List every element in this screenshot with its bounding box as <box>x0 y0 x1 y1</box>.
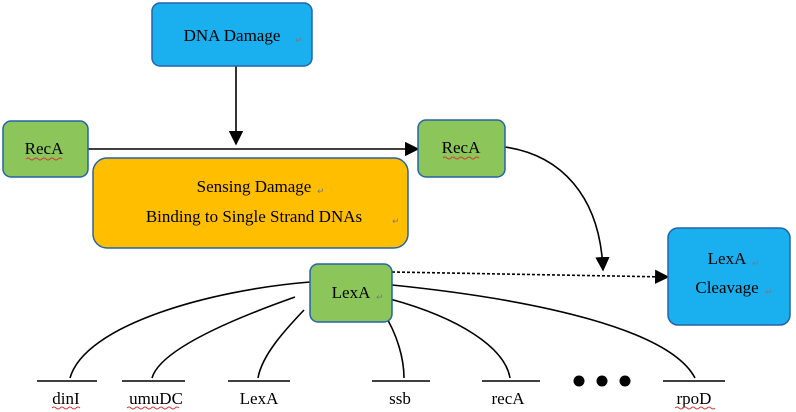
paragraph-mark: ↵ <box>392 217 400 227</box>
sensing-damage-node: Sensing Damage ↵ Binding to Single Stran… <box>92 157 409 249</box>
reca-left-box <box>2 120 89 178</box>
gene-label: umuDC <box>129 389 183 408</box>
sensing-damage-line1: Sensing Damage <box>197 177 312 196</box>
gene-ssb: ssb <box>372 380 430 408</box>
spellcheck-squiggle <box>126 406 180 410</box>
gene-label: LexA <box>240 389 279 408</box>
reca-right-label: RecA <box>442 138 481 157</box>
lexa-to-umuDC-curve <box>151 296 296 379</box>
gene-dinI: dinI <box>37 380 97 410</box>
sensing-damage-box <box>92 157 409 249</box>
gene-umuDC: umuDC <box>122 380 185 410</box>
gene-LexA: LexA <box>228 380 290 408</box>
lexa-to-LexA-curve <box>257 309 305 379</box>
paragraph-mark: ↵ <box>295 36 303 46</box>
spellcheck-squiggle <box>51 406 81 410</box>
lexa-cleavage-node: LexA ↵ Cleavage ↵ <box>667 227 791 326</box>
reca-right-box <box>417 119 506 178</box>
ellipsis-dots <box>573 375 631 387</box>
lexa-to-dinI-curve <box>69 281 311 379</box>
spellcheck-squiggle <box>442 156 480 160</box>
paragraph-mark: ↵ <box>765 288 773 298</box>
reca-left-label: RecA <box>25 139 64 158</box>
paragraph-mark: ↵ <box>376 293 384 303</box>
lexa-center-box <box>309 263 393 323</box>
lexa-cleavage-box <box>667 227 791 326</box>
dna-damage-node: DNA Damage ↵ <box>151 2 313 67</box>
sensing-damage-line2: Binding to Single Strand DNAs <box>146 207 362 226</box>
dna-damage-label: DNA Damage <box>184 26 281 45</box>
spellcheck-squiggle <box>25 157 63 161</box>
lexa-to-recA-curve <box>389 298 511 379</box>
ellipsis-dot <box>573 375 585 387</box>
lexa-center-label: LexA <box>332 283 371 302</box>
paragraph-mark: ↵ <box>752 259 760 269</box>
gene-label: recA <box>491 389 525 408</box>
paragraph-mark: ↵ <box>317 187 325 197</box>
dna-damage-box <box>151 2 313 67</box>
ellipsis-dot <box>619 375 631 387</box>
lexa-to-cleavage-dashed-arrow <box>391 269 670 284</box>
gene-rpoD: rpoD <box>663 380 725 410</box>
gene-label: ssb <box>389 389 411 408</box>
gene-recA: recA <box>482 380 540 408</box>
ellipsis-dot <box>596 375 608 387</box>
reca-left-node: RecA <box>2 120 89 178</box>
reca-to-cleavage-arrow <box>504 146 610 272</box>
gene-label: rpoD <box>677 389 712 408</box>
gene-label: dinI <box>52 389 80 408</box>
spellcheck-squiggle <box>674 406 716 410</box>
lexa-center-node: LexA ↵ <box>309 263 393 323</box>
lexa-to-rpoD-curve <box>391 284 696 379</box>
lexa-cleavage-line2: Cleavage <box>695 278 758 297</box>
reca-right-node: RecA <box>417 119 506 178</box>
lexa-cleavage-line1: LexA <box>708 249 747 268</box>
